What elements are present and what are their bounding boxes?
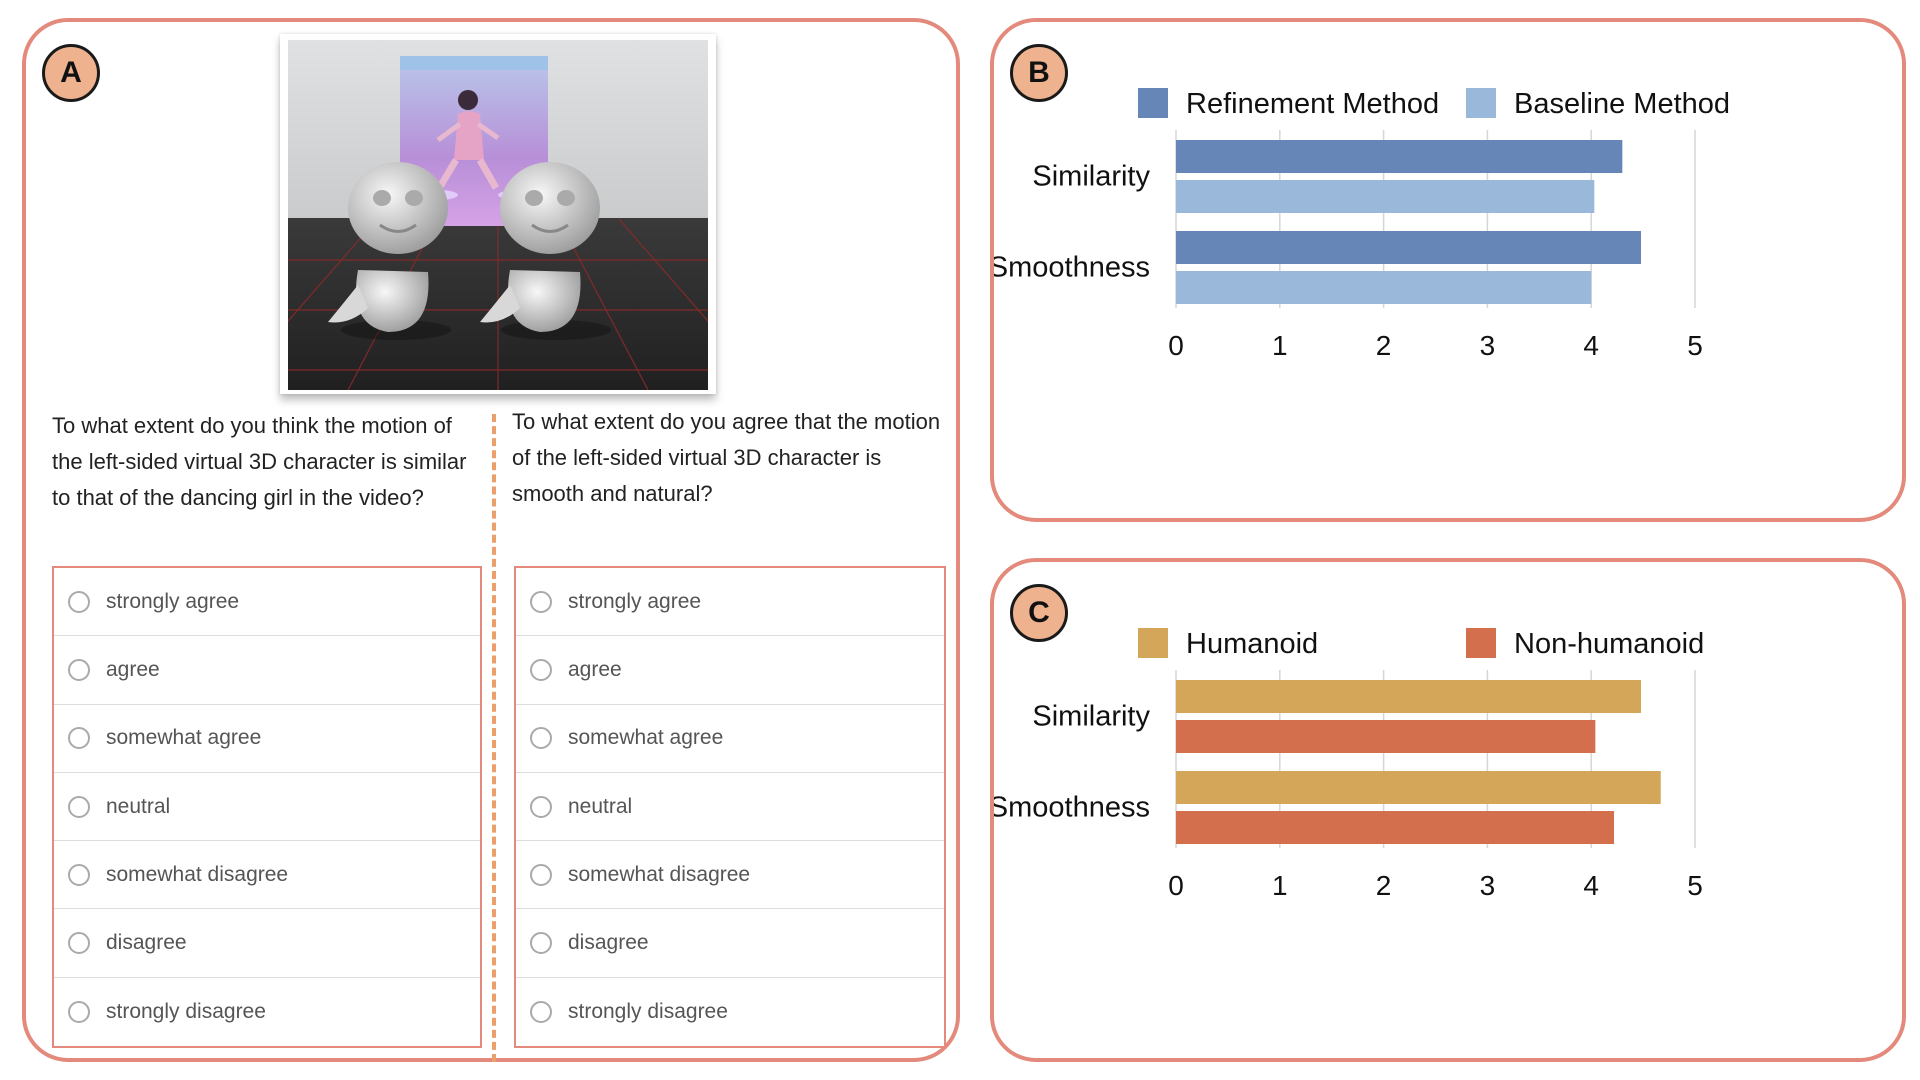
legend-swatch	[1138, 88, 1168, 118]
x-tick-label: 2	[1376, 330, 1392, 361]
radio-button-icon[interactable]	[68, 658, 90, 681]
bar	[1176, 231, 1642, 264]
option-row[interactable]: somewhat disagree	[54, 841, 480, 910]
option-label: somewhat agree	[568, 726, 724, 750]
radio-button-icon[interactable]	[530, 658, 552, 681]
radio-button-icon[interactable]	[68, 795, 90, 818]
bar	[1176, 720, 1596, 753]
radio-button-icon[interactable]	[68, 932, 90, 955]
x-tick-label: 3	[1480, 870, 1496, 901]
video-thumbnail	[288, 40, 708, 390]
radio-button-icon[interactable]	[68, 727, 90, 750]
x-tick-label: 5	[1687, 330, 1703, 361]
character-right	[480, 162, 611, 340]
options-list-smoothness: strongly agree agree somewhat agree neutral…	[514, 566, 946, 1048]
legend-swatch	[1466, 628, 1496, 658]
option-row[interactable]: disagree	[54, 909, 480, 978]
category-label: Smoothness	[994, 792, 1150, 824]
radio-button-icon[interactable]	[68, 1000, 90, 1023]
option-row[interactable]: strongly disagree	[516, 978, 944, 1046]
bar	[1176, 811, 1615, 844]
category-label: Smoothness	[994, 252, 1150, 284]
bar	[1176, 180, 1595, 213]
option-label: neutral	[106, 794, 171, 818]
option-row[interactable]: neutral	[516, 773, 944, 842]
option-label: strongly disagree	[568, 999, 728, 1023]
bar	[1176, 680, 1642, 713]
x-tick-label: 1	[1272, 330, 1288, 361]
bar-chart-character: Humanoid Non-humanoid 0 1 2 3 4 5 SimilaritySmoo…	[994, 628, 1704, 901]
panel-badge-b: B	[1010, 44, 1068, 102]
option-label: somewhat disagree	[568, 862, 751, 886]
bar	[1176, 771, 1661, 804]
option-row[interactable]: strongly agree	[54, 568, 480, 637]
option-label: somewhat agree	[106, 726, 262, 750]
x-tick-label: 5	[1687, 870, 1703, 901]
option-label: strongly disagree	[106, 999, 266, 1023]
video-frame	[280, 34, 716, 394]
x-tick-label: 2	[1376, 870, 1392, 901]
option-label: agree	[568, 657, 622, 681]
question-smoothness: To what extent do you agree that the mot…	[512, 409, 941, 506]
x-tick-label: 4	[1583, 870, 1599, 901]
option-label: disagree	[568, 931, 649, 955]
dancer-figure	[434, 90, 500, 192]
radio-button-icon[interactable]	[530, 1000, 552, 1023]
option-row[interactable]: disagree	[516, 909, 944, 978]
option-label: agree	[106, 657, 160, 681]
radio-button-icon[interactable]	[530, 590, 552, 613]
radio-button-icon[interactable]	[530, 727, 552, 750]
radio-button-icon[interactable]	[530, 863, 552, 886]
radio-button-icon[interactable]	[530, 795, 552, 818]
bar	[1176, 271, 1592, 304]
category-label: Similarity	[1032, 701, 1150, 733]
radio-button-icon[interactable]	[68, 863, 90, 886]
legend-label: Humanoid	[1186, 628, 1318, 660]
option-row[interactable]: strongly disagree	[54, 978, 480, 1046]
panel-badge-c: C	[1010, 584, 1068, 642]
bar-chart-method: Refinement Method Baseline Method 0 1 2 3 4 5 Si…	[994, 88, 1730, 361]
legend-label: Non-humanoid	[1514, 628, 1704, 660]
x-tick-label: 1	[1272, 870, 1288, 901]
options-list-similarity: strongly agree agree somewhat agree neutral…	[52, 566, 482, 1048]
option-row[interactable]: somewhat agree	[54, 705, 480, 773]
option-label: strongly agree	[568, 589, 702, 613]
option-label: disagree	[106, 931, 187, 955]
x-tick-label: 3	[1480, 330, 1496, 361]
option-label: somewhat disagree	[106, 862, 289, 886]
legend-swatch	[1138, 628, 1168, 658]
bar	[1176, 140, 1623, 173]
x-tick-label: 0	[1168, 870, 1184, 901]
x-tick-label: 0	[1168, 330, 1184, 361]
option-label: strongly agree	[106, 589, 240, 613]
option-row[interactable]: strongly agree	[516, 568, 944, 637]
survey-panel: A	[22, 18, 960, 1062]
legend-swatch	[1466, 88, 1496, 118]
option-row[interactable]: neutral	[54, 773, 480, 842]
option-row[interactable]: agree	[54, 636, 480, 705]
radio-button-icon[interactable]	[530, 932, 552, 955]
option-row[interactable]: agree	[516, 636, 944, 705]
radio-button-icon[interactable]	[68, 590, 90, 613]
legend-label: Refinement Method	[1186, 88, 1439, 120]
option-row[interactable]: somewhat disagree	[516, 841, 944, 910]
x-tick-label: 4	[1583, 330, 1599, 361]
option-row[interactable]: somewhat agree	[516, 705, 944, 773]
dashed-divider	[492, 414, 496, 1062]
character-left	[328, 162, 451, 340]
category-label: Similarity	[1032, 161, 1150, 193]
question-similarity: To what extent do you think the motion o…	[52, 413, 467, 510]
chart-panel-b: B Refinement Method Baseline Method 0 1 2 3 4 5…	[990, 18, 1906, 522]
option-label: neutral	[568, 794, 633, 818]
panel-badge-a: A	[42, 44, 100, 102]
legend-label: Baseline Method	[1514, 88, 1730, 120]
